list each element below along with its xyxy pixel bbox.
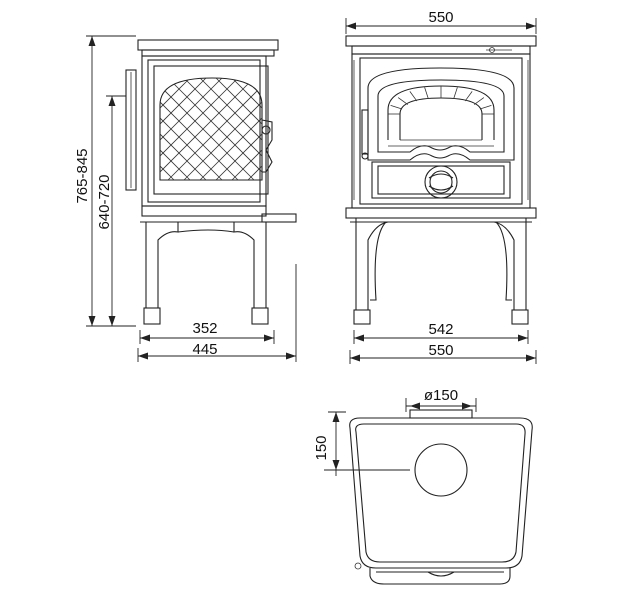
flue-offset-label: 150: [313, 435, 330, 460]
side-door-lattice: [160, 78, 262, 180]
front-width-top-label: 550: [428, 9, 453, 26]
side-height-dimensions: 765-845 640-720: [74, 35, 136, 327]
front-width-dimensions: 550 542 550: [345, 9, 537, 364]
side-depth-inner-label: 352: [192, 320, 217, 337]
top-view-dimensions: ø150 150: [313, 387, 477, 476]
side-view: [125, 39, 297, 325]
side-depth-dimensions: 352 445: [137, 264, 297, 362]
flue-outlet: [414, 443, 468, 497]
front-width-legs-label: 542: [428, 321, 453, 338]
side-depth-outer-label: 445: [192, 341, 217, 358]
top-view: [349, 409, 533, 585]
side-height-inner-label: 640-720: [96, 174, 113, 229]
flue-diameter-label: ø150: [424, 387, 458, 404]
front-width-bottom-label: 550: [428, 342, 453, 359]
front-arch-blocks: [388, 86, 494, 115]
side-height-outer-label: 765-845: [74, 148, 91, 203]
front-view: [345, 35, 537, 325]
